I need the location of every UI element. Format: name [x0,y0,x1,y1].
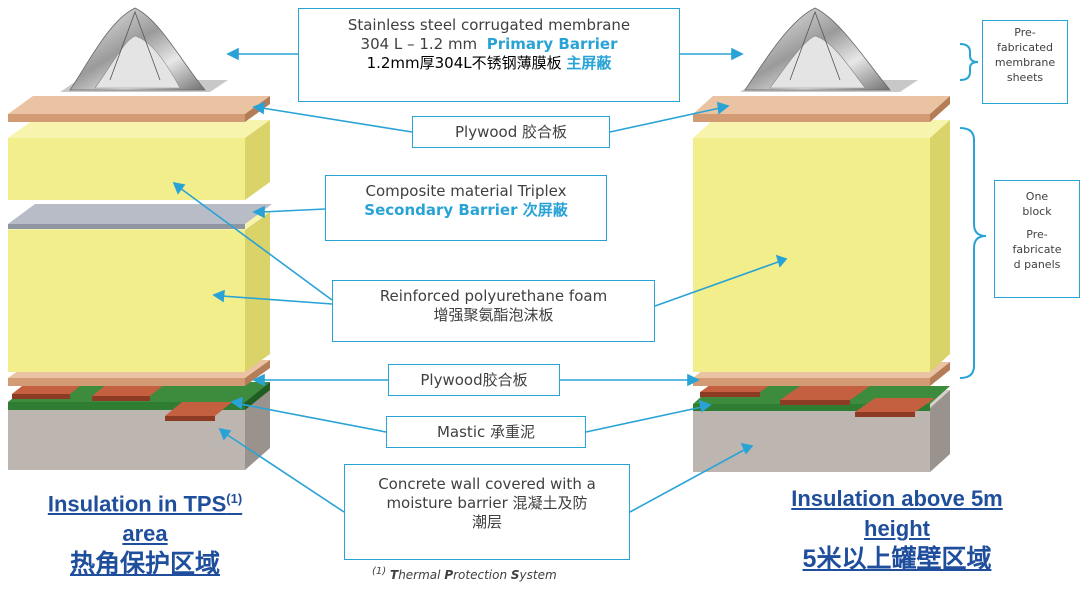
prefab-membrane-l2: fabricated [996,41,1054,54]
mastic-label: Mastic 承重泥 [436,423,535,441]
left-plywood-top [8,96,270,122]
right-membrane [740,7,918,92]
mastic-callout: Mastic 承重泥 [386,416,586,448]
prefab-panels-l3: d panels [1013,258,1061,271]
plywood-bottom-label: Plywood胶合板 [420,371,528,389]
right-stack [693,7,950,472]
label-spacer [998,219,1076,227]
left-title-text1: Insulation in TPS [47,491,227,517]
concrete-line3: 潮层 [471,513,502,531]
footnote-s-rest: ystem [519,568,557,582]
left-membrane [60,7,228,92]
foam-callout: Reinforced polyurethane foam 增强聚氨酯泡沫板 [332,280,655,342]
primary-barrier-zh: 主屏蔽 [566,54,612,72]
left-foam-upper [8,120,270,200]
footnote-t: T [390,568,399,582]
one-block-l1: One [1025,190,1049,203]
right-title-line1: Insulation above 5m [791,486,1003,511]
left-title-line1: Insulation in TPS(1) [10,484,280,519]
plywood-top-callout: Plywood 胶合板 [412,116,610,148]
membrane-zh: 1.2mm厚304L不锈钢薄膜板 [366,54,562,72]
prefab-membrane-label: Pre- fabricated membrane sheets [982,20,1068,104]
concrete-callout: Concrete wall covered with a moisture ba… [344,464,630,560]
right-title-line2: height [864,516,930,541]
right-foam-block [693,120,950,372]
one-block-l2: block [1022,205,1052,218]
left-title-zh: 热角保护区域 [69,550,220,579]
foam-line2: 增强聚氨酯泡沫板 [433,306,554,324]
plywood-top-label: Plywood 胶合板 [454,123,567,141]
secondary-barrier-label: Secondary Barrier 次屏蔽 [364,201,568,219]
primary-barrier-label: Primary Barrier [486,35,618,53]
footnote: (1) Thermal Protection System [372,566,557,582]
membrane-line3: 1.2mm厚304L不锈钢薄膜板 主屏蔽 [305,54,673,73]
tps-footnote-marker: (1) [226,491,243,506]
prefab-membrane-l1: Pre- [1014,26,1036,39]
right-title: Insulation above 5m height 5米以上罐壁区域 [742,484,1052,574]
right-plywood-top [693,96,950,122]
left-title: Insulation in TPS(1) area 热角保护区域 [10,484,280,579]
concrete-line2: moisture barrier 混凝土及防 [386,494,588,512]
panel-brace [959,127,987,379]
concrete-line1: Concrete wall covered with a [378,475,596,493]
prefab-membrane-l3: membrane [994,56,1056,69]
footnote-p: P [444,568,454,582]
membrane-line2: 304 L – 1.2 mm Primary Barrier [305,35,673,54]
left-secondary-barrier [8,204,272,229]
membrane-line1: Stainless steel corrugated membrane [347,16,631,34]
right-title-zh: 5米以上罐壁区域 [802,545,992,573]
footnote-marker: (1) [372,566,387,577]
left-title-line2: area [122,521,168,547]
callout-arrows [172,47,788,513]
membrane-spec: 304 L – 1.2 mm [360,35,478,53]
block-panels-label: One block Pre- fabricate d panels [994,180,1080,298]
footnote-p-rest: rotection [453,568,511,582]
left-stack [8,7,272,470]
left-foam-lower [8,212,270,372]
prefab-panels-l2: fabricate [1012,243,1062,256]
prefab-panels-l1: Pre- [1026,228,1048,241]
footnote-s: S [510,568,520,582]
plywood-bottom-callout: Plywood胶合板 [388,364,560,396]
membrane-brace [959,43,979,81]
triplex-callout: Composite material Triplex Secondary Bar… [325,175,607,241]
foam-line1: Reinforced polyurethane foam [379,287,608,305]
footnote-t-rest: hermal [398,568,445,582]
prefab-membrane-l4: sheets [1006,71,1044,84]
triplex-line1: Composite material Triplex [365,182,567,200]
membrane-callout: Stainless steel corrugated membrane 304 … [298,8,680,102]
